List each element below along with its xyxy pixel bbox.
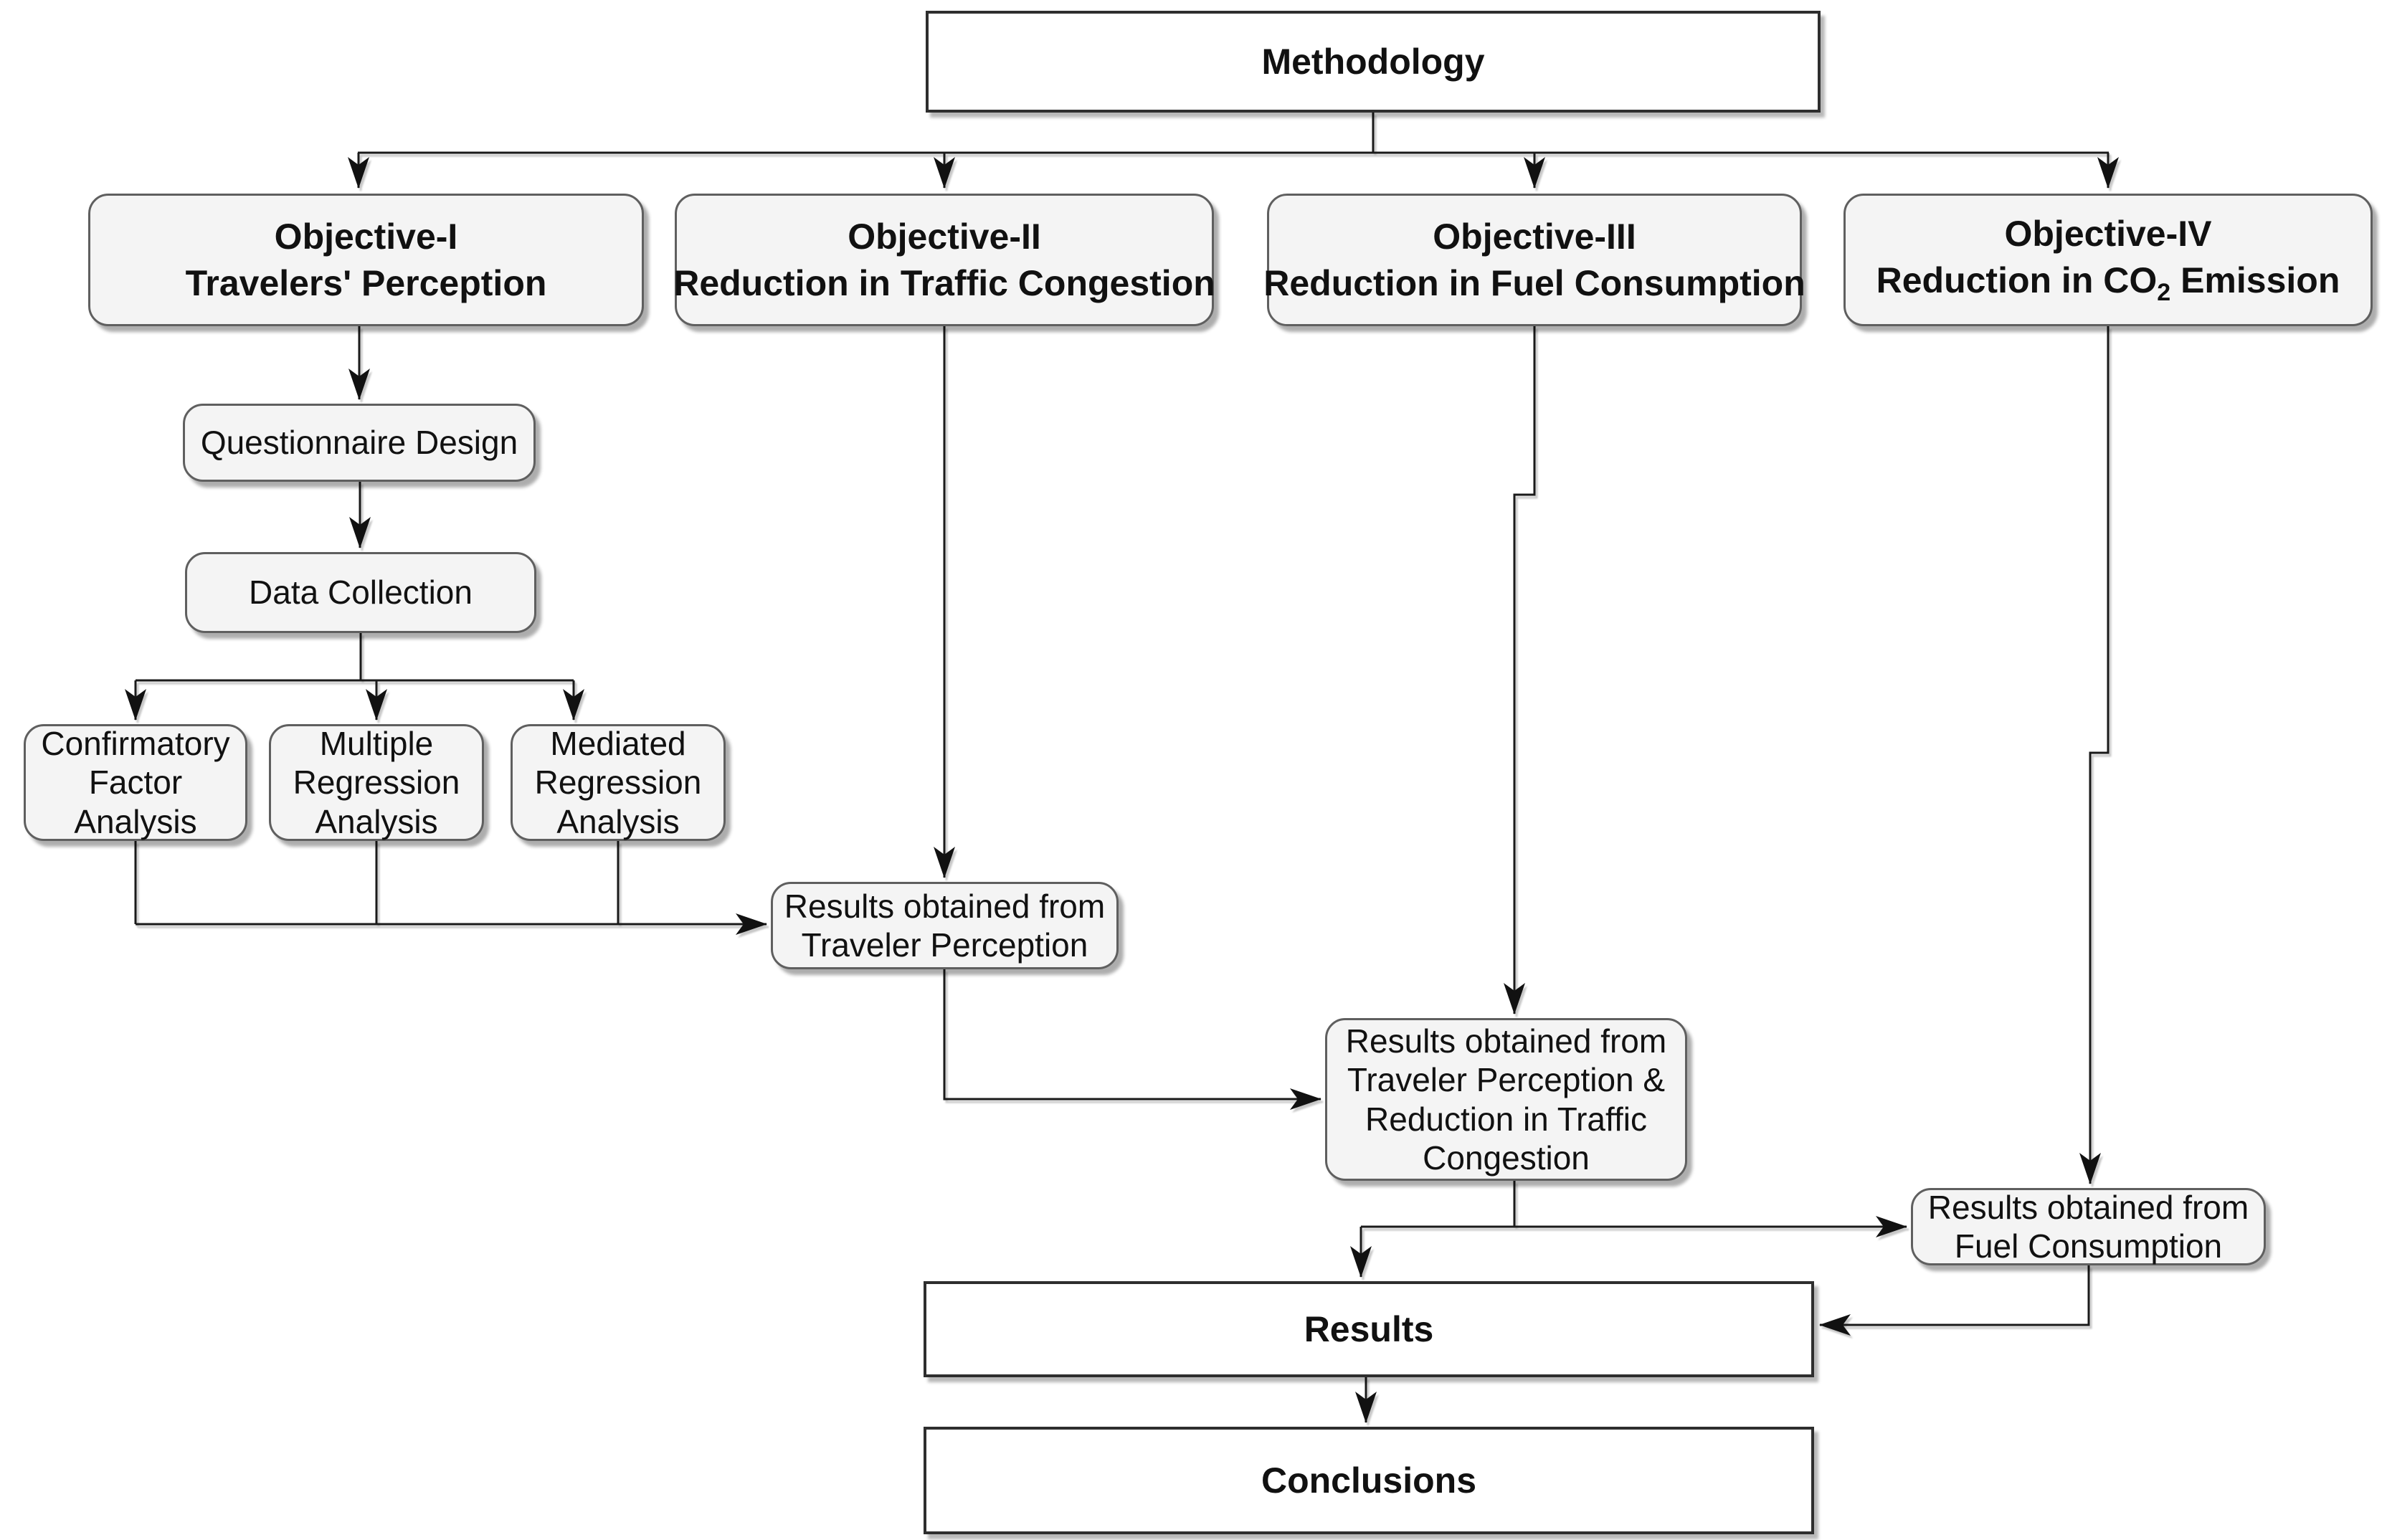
results-tprc-line-3: Reduction in Traffic [1365, 1100, 1647, 1138]
results-fc-line-1: Results obtained from [1927, 1188, 2249, 1226]
node-questionnaire-design: Questionnaire Design [183, 404, 536, 482]
results-tprc-line-1: Results obtained from [1345, 1022, 1667, 1060]
node-results-perception-and-congestion: Results obtained from Traveler Perceptio… [1325, 1018, 1687, 1181]
results-fc-line-2: Fuel Consumption [1954, 1227, 2223, 1265]
connector-results-fc-to-results [1819, 1265, 2090, 1336]
objective-4-subtitle-suffix: Emission [2170, 260, 2340, 301]
results-tp-line-1: Results obtained from [784, 887, 1106, 925]
node-objective-3: Objective-III Reduction in Fuel Consumpt… [1263, 194, 1805, 326]
objective-4-subtitle-prefix: Reduction in CO [1876, 260, 2158, 301]
cfa-line-2: Factor [88, 764, 183, 802]
connector-results-tp-to-tprc [943, 969, 1321, 1110]
node-objective-4: Objective-IV Reduction in CO2 Emission [1843, 194, 2373, 326]
data-collection-label: Data Collection [249, 574, 473, 612]
conclusions-label: Conclusions [1261, 1460, 1477, 1501]
node-mediated-regression-analysis: Mediated Regression Analysis [511, 724, 726, 841]
medra-line-1: Mediated [550, 725, 686, 763]
node-methodology: Methodology [926, 11, 1821, 113]
results-tp-line-2: Traveler Perception [801, 926, 1088, 964]
node-multiple-regression-analysis: Multiple Regression Analysis [269, 724, 484, 841]
connector-obj4-results-fc [2079, 326, 2110, 1184]
mra-line-1: Multiple [319, 725, 434, 763]
objective-3-subtitle: Reduction in Fuel Consumption [1263, 262, 1805, 303]
objective-4-subtitle: Reduction in CO2 Emission [1876, 257, 2340, 308]
cfa-line-1: Confirmatory [41, 725, 230, 763]
node-confirmatory-factor-analysis: Confirmatory Factor Analysis [24, 724, 247, 841]
connector-obj3-results-tprc [1504, 326, 1536, 1014]
node-objective-1: Objective-I Travelers' Perception [88, 194, 644, 326]
node-results-fuel-consumption: Results obtained from Fuel Consumption [1911, 1188, 2266, 1265]
objective-1-subtitle: Travelers' Perception [185, 262, 547, 303]
objective-4-title: Objective-IV [2004, 214, 2212, 255]
node-conclusions: Conclusions [924, 1427, 1814, 1534]
medra-line-2: Regression [534, 764, 702, 802]
mra-line-3: Analysis [315, 802, 438, 840]
node-methodology-label: Methodology [1261, 41, 1485, 82]
results-tprc-line-2: Traveler Perception & [1347, 1061, 1666, 1099]
cfa-line-3: Analysis [74, 802, 197, 840]
node-objective-2: Objective-II Reduction in Traffic Conges… [673, 194, 1215, 326]
results-label: Results [1304, 1308, 1434, 1349]
objective-2-title: Objective-II [848, 216, 1041, 257]
objective-1-title: Objective-I [274, 216, 458, 257]
mra-line-2: Regression [293, 764, 460, 802]
results-tprc-line-4: Congestion [1423, 1139, 1590, 1177]
questionnaire-design-label: Questionnaire Design [200, 424, 518, 462]
node-results: Results [924, 1281, 1814, 1377]
objective-2-subtitle: Reduction in Traffic Congestion [673, 262, 1215, 303]
medra-line-3: Analysis [556, 802, 680, 840]
node-data-collection: Data Collection [185, 552, 536, 633]
objective-3-title: Objective-III [1433, 216, 1636, 257]
objective-4-co2-subscript: 2 [2157, 279, 2171, 307]
node-results-traveler-perception: Results obtained from Traveler Perceptio… [771, 882, 1119, 969]
